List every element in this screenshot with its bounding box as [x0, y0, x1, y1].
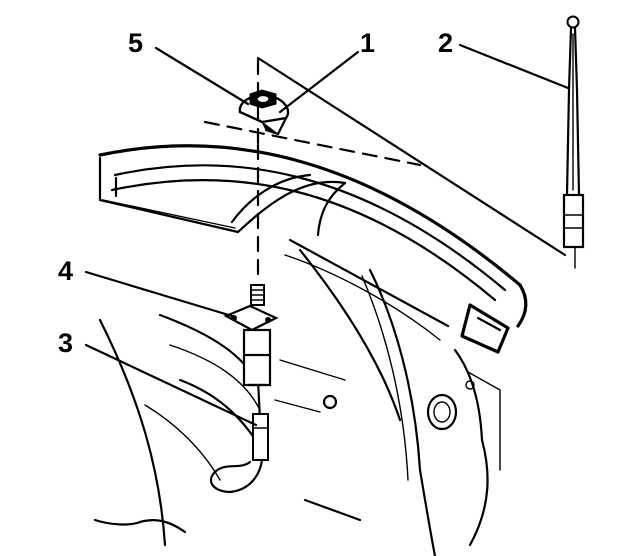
antenna-mast	[562, 15, 585, 249]
callout-2: 2	[438, 28, 453, 58]
callout-5: 5	[128, 28, 143, 58]
callout-4: 4	[58, 256, 73, 286]
antenna-nut	[249, 89, 277, 109]
callout-1: 1	[360, 28, 375, 58]
leader-lines	[84, 43, 570, 427]
mast-alignment-line	[256, 56, 567, 257]
callout-3: 3	[58, 328, 73, 358]
vehicle-body-linework	[93, 120, 528, 556]
antenna-cable	[209, 378, 269, 494]
antenna-base	[223, 284, 279, 387]
